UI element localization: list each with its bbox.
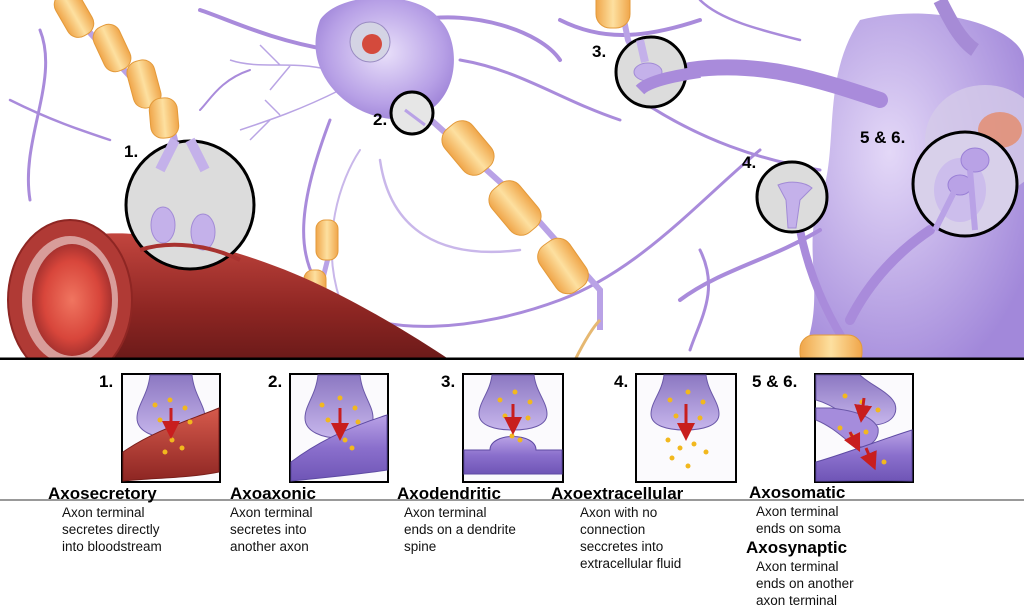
title-axosynaptic: Axosynaptic xyxy=(746,538,848,557)
synapse-panel xyxy=(635,373,737,483)
title-axodendritic: Axodendritic xyxy=(397,484,501,503)
desc-axoextracellular: Axon with no connection seccretes into e… xyxy=(580,505,682,571)
desc-axosecretory: Axon terminal secretes directly into blo… xyxy=(62,505,162,554)
desc-axodendritic: Axon terminal ends on a dendrite spine xyxy=(404,505,516,554)
title-axosomatic: Axosomatic xyxy=(749,483,846,502)
synapse-panel xyxy=(121,373,221,483)
title-axoextracellular: Axoextracellular xyxy=(551,484,684,503)
desc-axosomatic: Axon terminal ends on soma xyxy=(756,504,841,536)
desc-axosynaptic: Axon terminal ends on another axon termi… xyxy=(756,559,854,608)
zoom-circle xyxy=(124,137,256,271)
title-axosecretory: Axosecretory xyxy=(48,484,157,503)
title-axoaxonic: Axoaxonic xyxy=(230,484,316,503)
marker-1: 1. xyxy=(124,142,139,161)
panel-number-5-6: 5 & 6. xyxy=(752,372,798,391)
panel-number-4: 4. xyxy=(614,372,629,391)
panel-number-2: 2. xyxy=(268,372,283,391)
marker-4: 4. xyxy=(742,153,757,172)
synapse-panel xyxy=(462,373,564,483)
marker-5-6: 5 & 6. xyxy=(860,128,906,147)
synapse-panel xyxy=(814,373,914,483)
marker-3: 3. xyxy=(592,42,607,61)
panel-number-1: 1. xyxy=(99,372,114,391)
neuron-illustration xyxy=(0,0,1024,360)
panel-number-3: 3. xyxy=(441,372,456,391)
marker-2: 2. xyxy=(373,110,388,129)
desc-axoaxonic: Axon terminal secretes into another axon xyxy=(230,505,313,554)
synapse-panel xyxy=(289,373,389,483)
